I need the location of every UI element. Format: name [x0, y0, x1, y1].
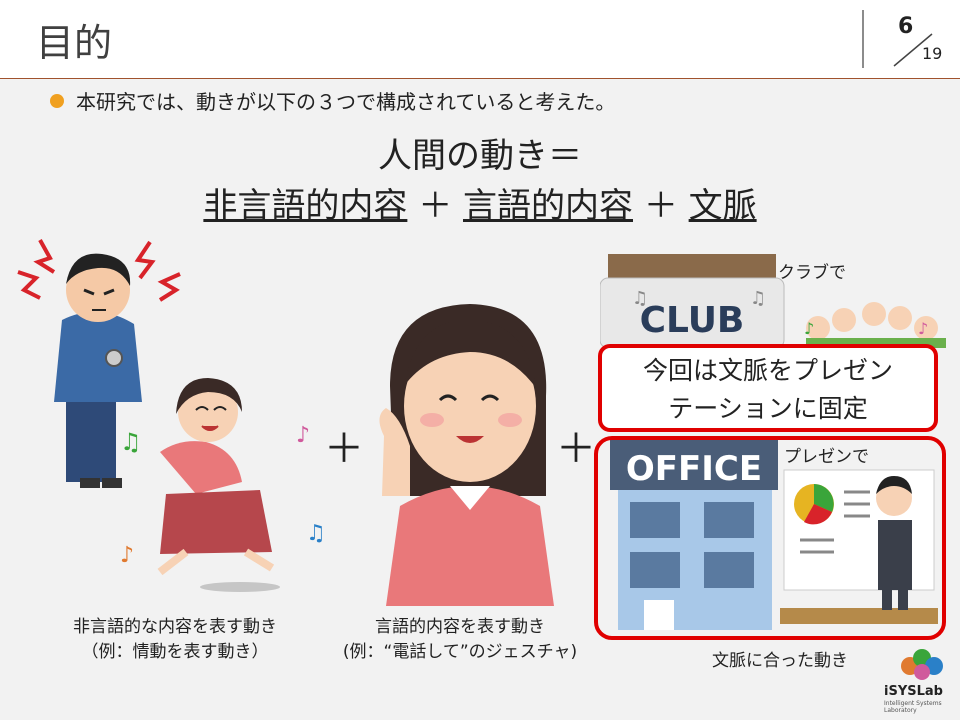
caption-verbal: 言語的内容を表す動き (例：“電話して”のジェスチャ) — [300, 612, 620, 662]
music-note-icon: ♫ — [120, 428, 142, 456]
lab-logo-icon — [901, 649, 943, 680]
lab-logo-text: iSYSLab — [884, 684, 943, 699]
phone-gesture-hand — [379, 408, 410, 496]
slide-title: 目的 — [36, 21, 113, 65]
music-note-icon: ♪ — [296, 423, 310, 448]
formula-term-context: 文脈 — [688, 186, 757, 226]
music-note-icon: ♪ — [120, 543, 134, 568]
dancing-girl-figure — [157, 378, 280, 592]
bullet-dot — [50, 94, 64, 108]
club-scene: CLUB ♫ ♫ ♪ ♪ — [600, 254, 946, 348]
caption-verbal-line1: 言語的内容を表す動き — [375, 617, 545, 637]
callout-line-2: テーションに固定 — [668, 394, 868, 423]
formula-term-verbal: 言語的内容 — [463, 186, 633, 226]
office-scene: OFFICE — [610, 440, 938, 630]
caption-nonverbal-line1: 非言語的な内容を表す動き — [73, 617, 277, 637]
page-number: 6 — [898, 14, 914, 39]
club-label: クラブで — [778, 263, 846, 283]
club-crowd — [806, 302, 946, 348]
formula-term-nonverbal: 非言語的内容 — [203, 186, 408, 226]
caption-nonverbal-line2: （例：情動を表す動き） — [81, 642, 269, 662]
office-highlight-frame — [594, 436, 946, 640]
formula-line-2: 非言語的内容 ＋ 言語的内容 ＋ 文脈 — [0, 178, 960, 227]
music-note-icon: ♪ — [918, 319, 928, 338]
music-note-icon: ♫ — [306, 521, 326, 546]
page-total: 19 — [922, 44, 943, 63]
formula-plus-2: ＋ — [643, 186, 678, 226]
verbal-illustration — [379, 304, 554, 606]
formula-plus-1: ＋ — [418, 186, 453, 226]
music-note-icon: ♪ — [804, 319, 814, 338]
page-slash — [893, 33, 933, 67]
angry-man-figure — [54, 253, 142, 488]
header-divider — [862, 10, 864, 68]
callout-box: 今回は文脈をプレゼン テーションに固定 — [598, 344, 938, 432]
music-note-icon: ♫ — [750, 288, 766, 309]
bullet-item: 本研究では、動きが以下の３つで構成されていると考えた。 — [50, 86, 615, 115]
slide-header: 目的 6 19 — [0, 0, 960, 79]
lab-logo-subtitle: Intelligent Systems Laboratory — [884, 700, 942, 714]
caption-verbal-line2: (例：“電話して”のジェスチャ) — [342, 642, 578, 662]
nonverbal-illustration: ♫ ♪ ♫ ♪ — [17, 239, 326, 592]
presentation-label: プレゼンで — [784, 447, 869, 467]
presenter-figure — [876, 476, 912, 610]
caption-nonverbal: 非言語的な内容を表す動き （例：情動を表す動き） — [30, 612, 320, 662]
music-note-icon: ♫ — [632, 288, 648, 309]
club-sign-text: CLUB — [640, 300, 745, 341]
formula-line-1: 人間の動き＝ — [378, 136, 582, 176]
caption-context: 文脈に合った動き — [712, 651, 848, 671]
office-sign-text: OFFICE — [626, 449, 762, 489]
callout-line-1: 今回は文脈をプレゼン — [642, 356, 893, 385]
bullet-text: 本研究では、動きが以下の３つで構成されていると考えた。 — [76, 90, 616, 114]
plus-sign-2: ＋ — [556, 426, 596, 472]
plus-sign-1: ＋ — [324, 426, 364, 472]
anger-mark-icon — [17, 239, 181, 302]
